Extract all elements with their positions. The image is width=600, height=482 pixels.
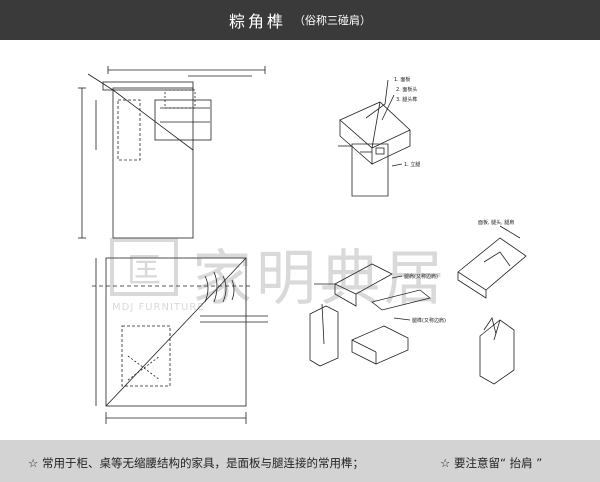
bottom-right-parts [309, 225, 527, 385]
footer-bar: ☆ 常用于柜、桌等无缩腰结构的家具，是面板与腿连接的常用榫； ☆ 要注意留“ 抬… [0, 440, 600, 482]
footer-usage-text: 常用于柜、桌等无缩腰结构的家具，是面板与腿连接的常用榫； [41, 456, 364, 470]
top-right-exploded [338, 79, 411, 197]
label-leg-shoulder: 腿肩(又称边肩) [404, 274, 438, 280]
label-leg-tenon-b: 腿榫(又称边肩) [412, 318, 446, 324]
label-panel-head: 2. 面板头 [396, 87, 418, 93]
star-icon: ☆ [28, 456, 39, 470]
footer-shoulder-text: 要注意留“ 抬肩 ” [453, 456, 543, 470]
drawing-canvas: 1. 面板 2. 面板头 3. 腿头榫 1. 立腿 腿肩(又称边肩) 腿榫(又称… [0, 40, 600, 438]
page-subtitle: （俗称三碰肩） [294, 14, 371, 27]
label-panel: 1. 面板 [394, 77, 411, 83]
watermark: 匡 家明典居 MDJ FURNITURE [110, 230, 444, 330]
watermark-latin: MDJ FURNITURE [112, 302, 205, 313]
label-panel-leg-shoulder: 面板, 腿头, 腿肩 [478, 220, 515, 226]
footer-note-shoulder: ☆ 要注意留“ 抬肩 ” [440, 455, 542, 471]
star-icon: ☆ [440, 456, 451, 470]
label-leg: 1. 立腿 [404, 162, 421, 168]
bottom-left-view [92, 257, 268, 424]
footer-note-usage: ☆ 常用于柜、桌等无缩腰结构的家具，是面板与腿连接的常用榫； [28, 455, 364, 471]
label-leg-tenon: 3. 腿头榫 [396, 97, 418, 103]
top-left-view [78, 66, 266, 239]
technical-drawings [78, 66, 527, 424]
page-title: 粽角榫 [228, 12, 286, 31]
watermark-brand: 家明典居 [192, 244, 448, 314]
watermark-logo: 匡 [110, 238, 178, 296]
header-bar: 粽角榫 （俗称三碰肩） [0, 0, 600, 40]
